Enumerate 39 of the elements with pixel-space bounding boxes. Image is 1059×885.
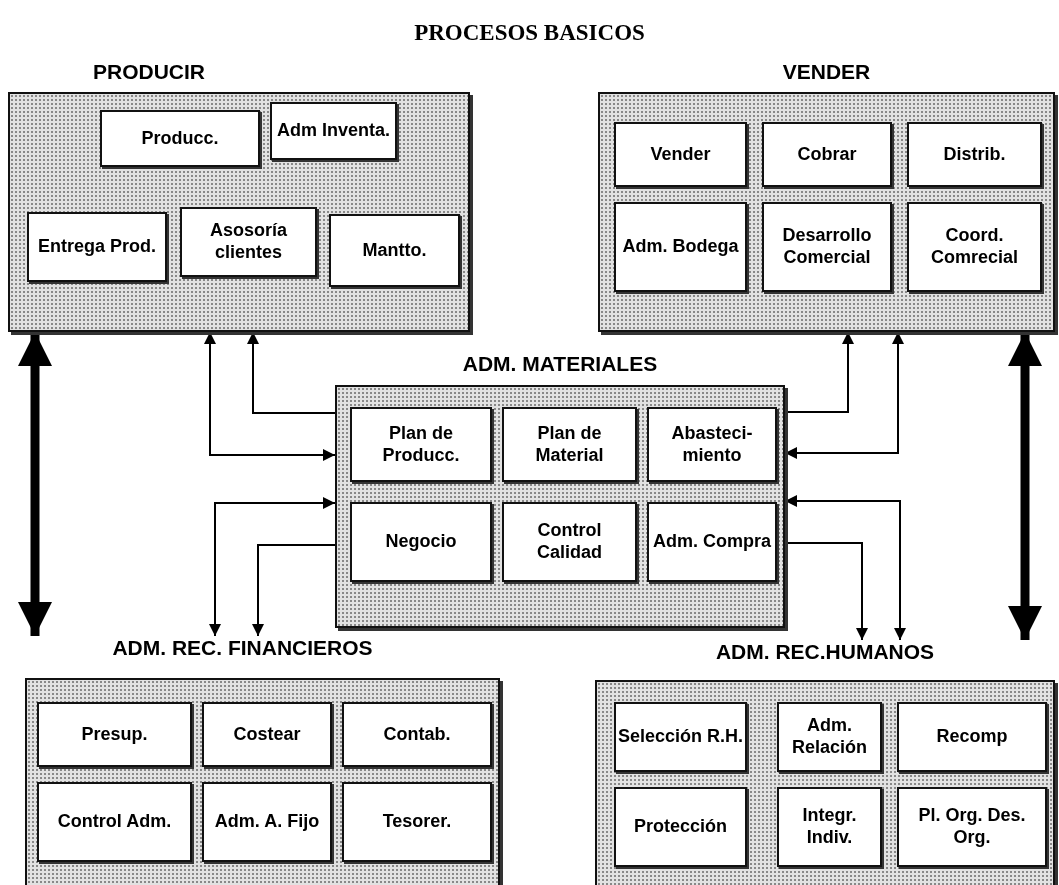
- process-box: Costear: [202, 702, 332, 767]
- process-box: Recomp: [897, 702, 1047, 772]
- group-heading: PRODUCIR: [93, 60, 205, 84]
- process-box: Plan de Material: [502, 407, 637, 482]
- process-box: Presup.: [37, 702, 192, 767]
- process-box: Abasteci- miento: [647, 407, 777, 482]
- double-arrow: [1008, 332, 1042, 640]
- process-box: Pl. Org. Des. Org.: [897, 787, 1047, 867]
- process-box: Mantto.: [329, 214, 460, 287]
- process-box: Negocio: [350, 502, 492, 582]
- process-box: Adm. Compra: [647, 502, 777, 582]
- process-box: Tesorer.: [342, 782, 492, 862]
- process-box: Vender: [614, 122, 747, 187]
- process-box: Control Adm.: [37, 782, 192, 862]
- process-box: Protección: [614, 787, 747, 867]
- process-box: Desarrollo Comercial: [762, 202, 892, 292]
- process-box: Coord. Comrecial: [907, 202, 1042, 292]
- process-box: Contab.: [342, 702, 492, 767]
- diagram-title: PROCESOS BASICOS: [413, 20, 646, 46]
- group-heading: ADM. REC. FINANCIEROS: [112, 636, 373, 660]
- process-box: Control Calidad: [502, 502, 637, 582]
- group-heading: ADM. REC.HUMANOS: [715, 640, 935, 664]
- process-box: Adm Inventa.: [270, 102, 397, 160]
- group-heading: VENDER: [782, 60, 871, 84]
- process-box: Selección R.H.: [614, 702, 747, 772]
- process-box: Integr. Indiv.: [777, 787, 882, 867]
- process-box: Producc.: [100, 110, 260, 167]
- double-arrow: [18, 332, 52, 636]
- process-box: Cobrar: [762, 122, 892, 187]
- process-box: Asosoría clientes: [180, 207, 317, 277]
- connector-arrow: [252, 544, 336, 637]
- process-box: Adm. A. Fijo: [202, 782, 332, 862]
- connector-arrow: [209, 497, 336, 637]
- process-box: Plan de Producc.: [350, 407, 492, 482]
- process-box: Entrega Prod.: [27, 212, 167, 282]
- process-box: Adm. Relación: [777, 702, 882, 772]
- process-box: Adm. Bodega: [614, 202, 747, 292]
- group-heading: ADM. MATERIALES: [462, 352, 658, 376]
- process-box: Distrib.: [907, 122, 1042, 187]
